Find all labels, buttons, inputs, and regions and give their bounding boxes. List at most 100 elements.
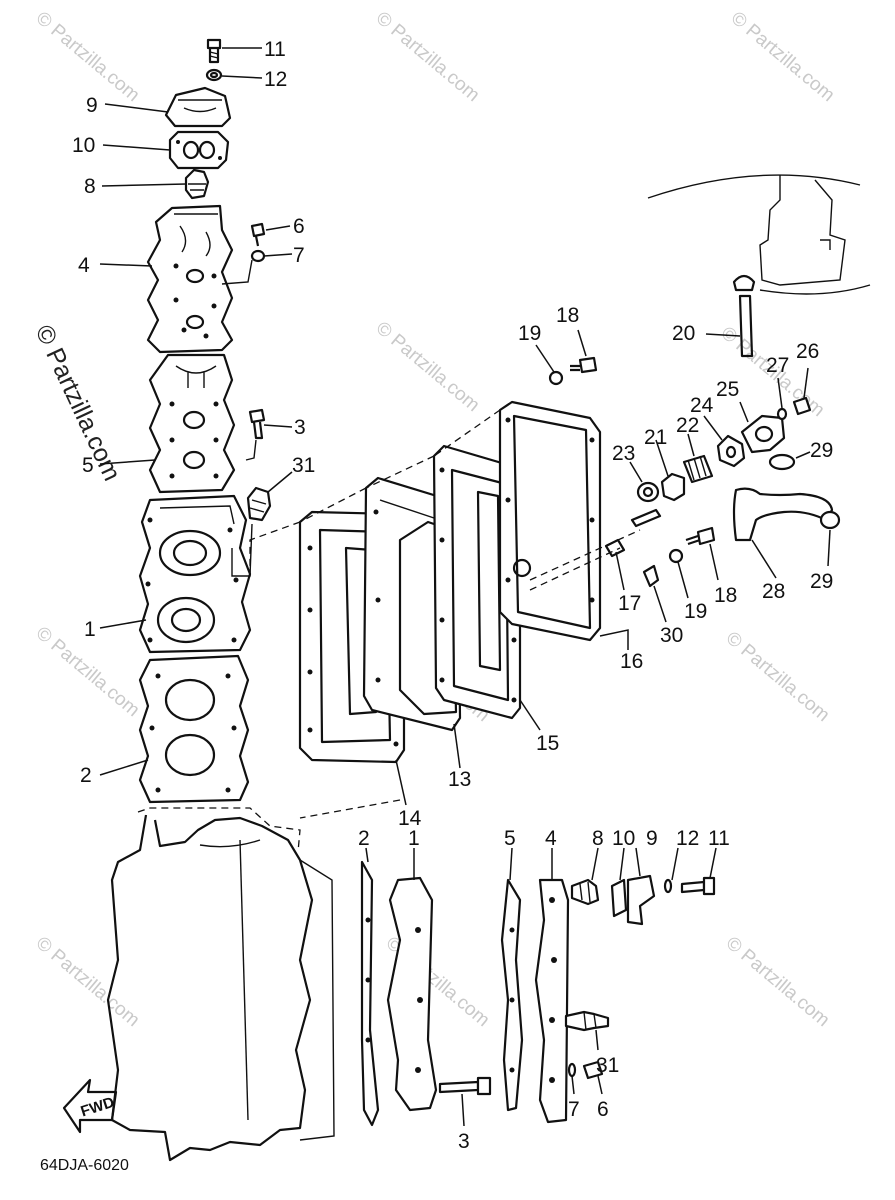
callout-24: 24 [690, 394, 714, 417]
callout-5: 5 [504, 827, 516, 850]
watermark: © Partzilla.com [722, 933, 834, 1031]
callout-4: 4 [78, 254, 90, 277]
callout-18: 18 [714, 584, 737, 607]
callout-2: 2 [358, 827, 370, 850]
bolt-6 [250, 222, 291, 247]
gasket-2 [99, 654, 250, 804]
pipe-17 [604, 508, 662, 591]
callout-17: 17 [618, 592, 641, 615]
fwd-label: FWD [79, 1094, 117, 1121]
washer-12 [205, 68, 263, 82]
callout-6: 6 [597, 1098, 609, 1121]
spring-22 [682, 433, 714, 484]
gasket-24 [703, 415, 746, 468]
callout-16: 16 [620, 650, 643, 673]
clamp-29-lower [819, 510, 841, 567]
callout-1: 1 [408, 827, 420, 850]
callout-19: 19 [684, 600, 707, 623]
sensor-31-side [564, 1010, 610, 1051]
watermark-large: © Partzilla.com [30, 321, 127, 486]
callout-14: 14 [398, 807, 422, 830]
gasket-10-side [610, 847, 628, 918]
callout-12: 12 [264, 68, 287, 91]
callout-23: 23 [612, 442, 635, 465]
engine-outline [647, 174, 871, 295]
callouts: 11 12 9 10 8 6 7 4 3 31 5 1 2 14 13 15 1… [72, 38, 833, 1153]
gasket-10 [102, 130, 230, 170]
bolt-6-side [582, 1060, 604, 1095]
callout-10: 10 [72, 134, 95, 157]
grommet [732, 274, 756, 292]
bolt-26 [792, 367, 812, 416]
bolt-3 [245, 408, 293, 461]
callout-31: 31 [596, 1054, 619, 1077]
washer-27 [776, 377, 788, 421]
callout-11: 11 [264, 38, 286, 61]
exhaust-cover-4-side [534, 848, 570, 1124]
callout-19: 19 [518, 322, 541, 345]
pipe-20 [705, 294, 754, 358]
callout-3: 3 [294, 416, 306, 439]
clip-30 [642, 564, 667, 623]
callout-12: 12 [676, 827, 699, 850]
callout-15: 15 [536, 732, 559, 755]
callout-29: 29 [810, 439, 833, 462]
thermostat-8-side [570, 847, 600, 906]
callout-8: 8 [592, 827, 604, 850]
watermark: © Partzilla.com [32, 8, 144, 106]
callout-4: 4 [545, 827, 557, 850]
callout-5: 5 [82, 454, 94, 477]
cover-9-side [626, 847, 656, 926]
bolt-11-side [680, 847, 717, 896]
bolt-18-lower [685, 526, 719, 581]
bolt-3-side [438, 1076, 492, 1127]
watermark: © Partzilla.com [372, 8, 484, 106]
callout-27: 27 [766, 354, 789, 377]
diagram-code: 64DJA-6020 [40, 1157, 129, 1174]
watermark: © Partzilla.com [727, 8, 839, 106]
callout-10: 10 [612, 827, 635, 850]
watermark: © Partzilla.com [32, 933, 144, 1031]
callout-29: 29 [810, 570, 833, 593]
gasket-5 [99, 353, 236, 494]
callout-3: 3 [458, 1130, 470, 1153]
callout-28: 28 [762, 580, 785, 603]
fwd-arrow: FWD [62, 1078, 118, 1134]
sensor-31 [246, 471, 293, 522]
callout-9: 9 [646, 827, 658, 850]
exhaust-inner-cover-1-side [386, 848, 438, 1112]
outer-cover-16 [498, 400, 629, 650]
callout-21: 21 [644, 426, 667, 449]
callout-22: 22 [676, 414, 699, 437]
valve-21 [655, 439, 686, 502]
bolt-11 [206, 38, 262, 64]
gasket-5-side [500, 847, 524, 1112]
callout-25: 25 [716, 378, 739, 401]
callout-9: 9 [86, 94, 98, 117]
gasket-2-side [360, 847, 380, 1127]
exhaust-cover-4 [99, 204, 234, 354]
cover-9 [104, 86, 232, 128]
callout-8: 8 [84, 175, 96, 198]
callout-13: 13 [448, 768, 471, 791]
bolt-18-upper [570, 329, 598, 374]
callout-11: 11 [708, 827, 730, 850]
hose-28 [732, 487, 834, 579]
callout-7: 7 [293, 244, 305, 267]
callout-31: 31 [292, 454, 315, 477]
alignment-lines [249, 409, 641, 819]
washer-19-lower [668, 548, 689, 599]
callout-7: 7 [568, 1098, 580, 1121]
cylinder-block [106, 807, 335, 1162]
callout-6: 6 [293, 215, 305, 238]
exhaust-inner-cover-1 [99, 494, 253, 654]
callout-20: 20 [672, 322, 695, 345]
clamp-29-upper [768, 451, 811, 471]
callout-18: 18 [556, 304, 579, 327]
callout-2: 2 [80, 764, 92, 787]
callout-26: 26 [796, 340, 819, 363]
seal-23 [629, 461, 660, 503]
watermark: © Partzilla.com [372, 318, 484, 416]
washer-7-side [567, 1062, 577, 1095]
